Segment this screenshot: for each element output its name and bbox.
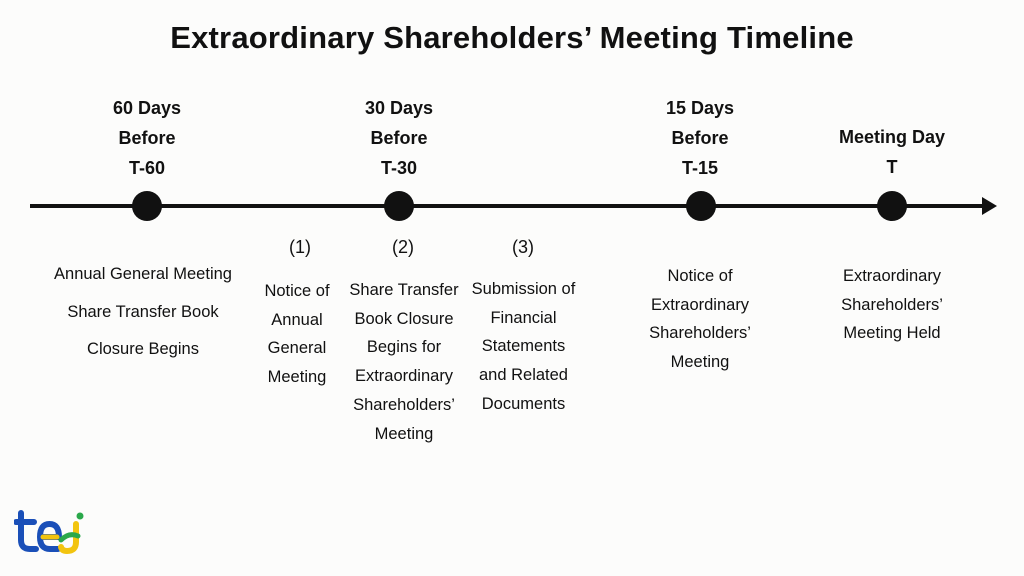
milestone-dot-t15 <box>686 191 716 221</box>
description-line: Annual General Meeting <box>54 265 232 283</box>
description-notice-agm: Notice of Annual General Meeting <box>252 277 342 392</box>
description-notice-egm: Notice of Extraordinary Shareholders’ Me… <box>630 262 770 377</box>
description-line: Meeting <box>670 353 730 372</box>
tej-logo <box>14 510 84 554</box>
description-line: Meeting <box>374 424 434 443</box>
description-line: Closure Begins <box>87 340 199 358</box>
description-line: Shareholders’ <box>841 295 943 314</box>
description-line: Shareholders’ <box>649 324 751 343</box>
description-line: Book Closure <box>354 309 454 328</box>
step-number-3: (3) <box>512 237 534 257</box>
milestone-dot-t60 <box>132 191 162 221</box>
description-line: General <box>267 339 327 358</box>
timeline-axis <box>30 204 985 208</box>
milestone-label-t15: 15 Days Before T-15 <box>600 93 800 183</box>
description-line: Annual <box>271 310 323 329</box>
step-number-2: (2) <box>392 237 414 257</box>
description-line: Extraordinary <box>650 295 750 314</box>
description-line: Notice of <box>264 282 330 300</box>
timeline-arrowhead <box>982 197 997 215</box>
description-line: Extraordinary <box>354 367 454 386</box>
milestone-dot-t <box>877 191 907 221</box>
milestone-code: T <box>886 157 898 177</box>
milestone-code: T-15 <box>681 158 719 178</box>
milestone-days: Meeting Day <box>838 127 946 147</box>
description-submission: Submission of Financial Statements and R… <box>466 275 581 419</box>
milestone-label-t30: 30 Days Before T-30 <box>299 93 499 183</box>
description-line: Shareholders’ <box>353 395 455 414</box>
description-meeting-held: Extraordinary Shareholders’ Meeting Held <box>822 262 962 348</box>
milestone-before: Before <box>370 128 428 148</box>
milestone-before: Before <box>671 128 729 148</box>
description-line: Extraordinary <box>842 267 942 285</box>
description-line: Share Transfer Book <box>67 302 219 321</box>
milestone-label-t: Meeting Day T <box>792 122 992 182</box>
milestone-days: 30 Days <box>364 98 434 118</box>
description-line: Documents <box>481 394 566 413</box>
description-line: Share Transfer <box>349 281 459 299</box>
milestone-days: 15 Days <box>665 98 735 118</box>
description-book-closure-egm: Share Transfer Book Closure Begins for E… <box>342 276 466 448</box>
milestone-before: Before <box>118 128 176 148</box>
milestone-code: T-60 <box>128 158 166 178</box>
milestone-dot-t30 <box>384 191 414 221</box>
description-line: Notice of <box>667 267 733 285</box>
description-line: Meeting Held <box>843 324 941 343</box>
description-line: and Related <box>479 366 568 385</box>
description-line: Submission of <box>471 280 576 298</box>
description-line: Begins for <box>366 338 442 357</box>
milestone-label-t60: 60 Days Before T-60 <box>47 93 247 183</box>
description-line: Statements <box>481 337 566 356</box>
description-agm-closure: Annual General Meeting Share Transfer Bo… <box>43 256 243 369</box>
description-line: Meeting <box>267 368 327 387</box>
page-title: Extraordinary Shareholders’ Meeting Time… <box>170 20 854 55</box>
description-line: Financial <box>490 308 557 327</box>
step-number-1: (1) <box>289 237 311 257</box>
milestone-code: T-30 <box>380 158 418 178</box>
milestone-days: 60 Days <box>112 98 182 118</box>
